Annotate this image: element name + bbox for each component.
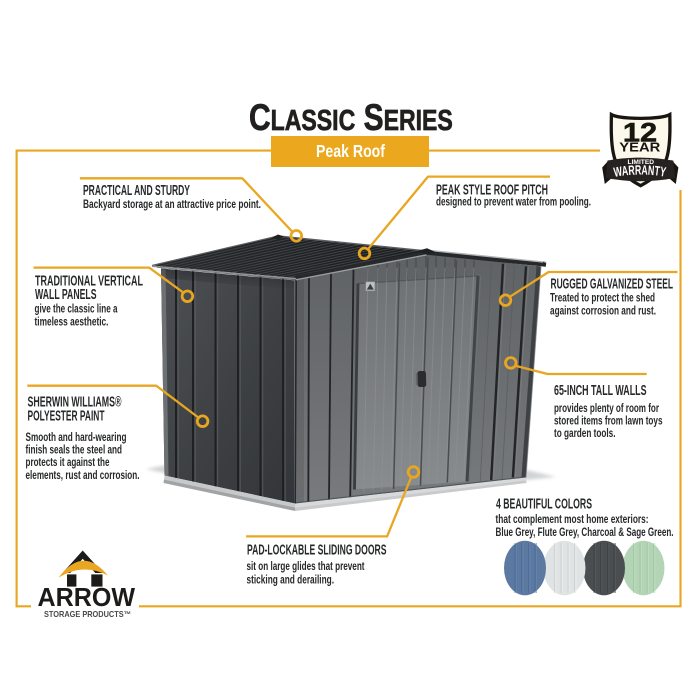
svg-text:WALL PANELS: WALL PANELS: [35, 287, 97, 303]
svg-text:protects it against the: protects it against the: [26, 455, 110, 469]
svg-text:Backyard storage at an attract: Backyard storage at an attractive price …: [83, 197, 261, 211]
svg-text:PEAK STYLE ROOF PITCH: PEAK STYLE ROOF PITCH: [436, 183, 548, 199]
svg-text:sit on large glides that preve: sit on large glides that prevent: [247, 559, 365, 573]
svg-text:ARROW: ARROW: [38, 584, 136, 612]
svg-text:that complement most home exte: that complement most home exteriors:: [496, 512, 649, 526]
svg-text:against corrosion and rust.: against corrosion and rust.: [550, 304, 656, 318]
svg-text:RUGGED GALVANIZED STEEL: RUGGED GALVANIZED STEEL: [551, 276, 674, 292]
svg-text:finish seals the steel and: finish seals the steel and: [26, 443, 123, 457]
svg-text:elements, rust and corrosion.: elements, rust and corrosion.: [26, 468, 140, 482]
svg-text:LIMITED: LIMITED: [628, 159, 655, 166]
svg-text:4 BEAUTIFUL COLORS: 4 BEAUTIFUL COLORS: [496, 496, 592, 512]
svg-text:CLASSIC SERIES: CLASSIC SERIES: [249, 98, 453, 139]
svg-text:TRADITIONAL VERTICAL: TRADITIONAL VERTICAL: [35, 273, 143, 289]
svg-text:WARRANTY: WARRANTY: [613, 162, 668, 179]
svg-text:sticking and derailing.: sticking and derailing.: [247, 572, 335, 586]
svg-text:STORAGE PRODUCTS™: STORAGE PRODUCTS™: [44, 609, 131, 619]
svg-text:YEAR: YEAR: [619, 140, 661, 155]
svg-text:timeless aesthetic.: timeless aesthetic.: [35, 315, 109, 329]
svg-text:Blue Grey, Flute Grey, Charcoa: Blue Grey, Flute Grey, Charcoal & Sage G…: [496, 525, 674, 539]
svg-text:give the classic line a: give the classic line a: [35, 302, 118, 316]
svg-text:provides plenty of room for: provides plenty of room for: [554, 401, 659, 415]
svg-text:Peak Roof: Peak Roof: [316, 141, 385, 161]
svg-text:PRACTICAL AND STURDY: PRACTICAL AND STURDY: [83, 183, 190, 199]
svg-text:SHERWIN WILLIAMS®: SHERWIN WILLIAMS®: [28, 395, 122, 411]
svg-text:designed to prevent water from: designed to prevent water from pooling.: [436, 194, 591, 208]
svg-text:Treated to protect the shed: Treated to protect the shed: [550, 291, 655, 305]
svg-text:12: 12: [623, 118, 657, 148]
svg-text:stored items from lawn toys: stored items from lawn toys: [554, 414, 663, 428]
svg-text:Smooth and hard-wearing: Smooth and hard-wearing: [26, 430, 127, 444]
svg-text:65-INCH TALL WALLS: 65-INCH TALL WALLS: [554, 383, 647, 399]
svg-text:to garden tools.: to garden tools.: [554, 426, 616, 440]
svg-text:PAD-LOCKABLE SLIDING DOORS: PAD-LOCKABLE SLIDING DOORS: [247, 542, 387, 558]
svg-text:POLYESTER PAINT: POLYESTER PAINT: [28, 409, 105, 425]
